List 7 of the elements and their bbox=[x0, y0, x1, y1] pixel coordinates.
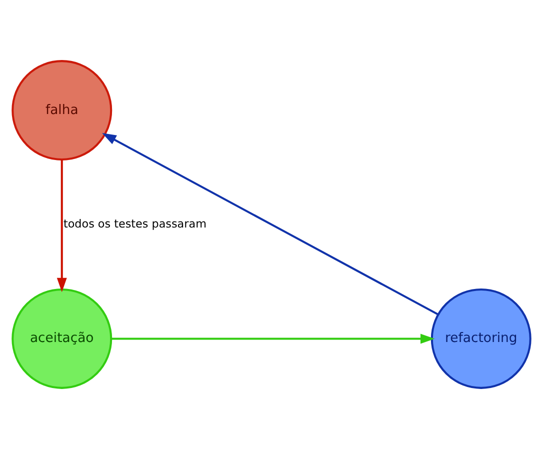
node-circle: aceitação bbox=[12, 288, 112, 389]
arrow bbox=[56, 160, 67, 292]
node-circle: refactoring bbox=[430, 288, 532, 389]
node-circle: falha bbox=[12, 60, 112, 161]
arrow bbox=[102, 133, 438, 316]
arrow bbox=[111, 334, 435, 344]
edge-label: todos os testes passaram bbox=[63, 217, 206, 230]
